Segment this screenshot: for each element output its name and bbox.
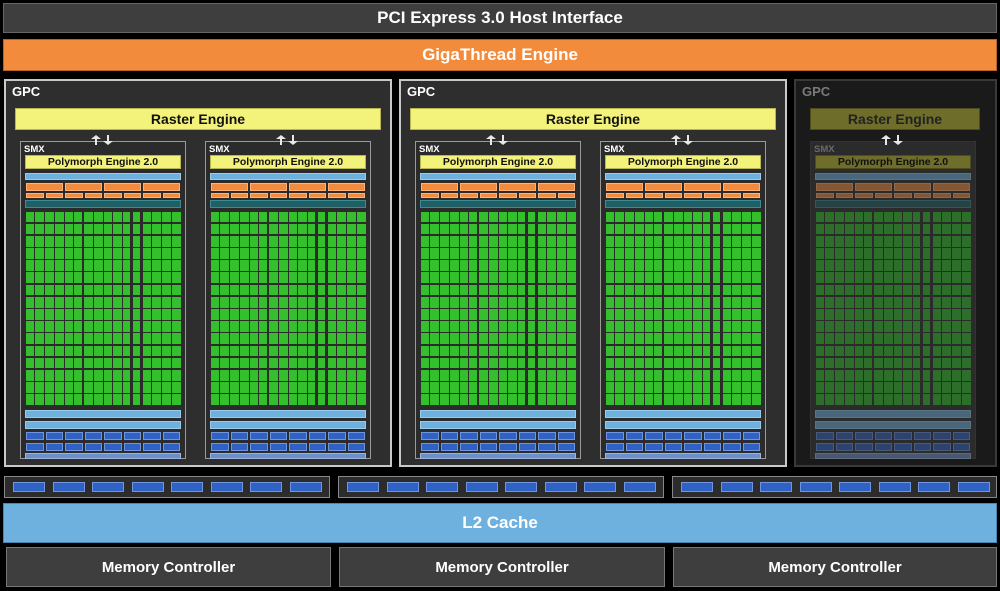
dispatch-unit-row: [420, 193, 576, 198]
polymorph-engine: Polymorph Engine 2.0: [605, 155, 761, 169]
shared-memory: [815, 410, 971, 418]
memory-controller-1: Memory Controller: [6, 547, 331, 587]
bidirectional-arrow-icon: [273, 133, 301, 145]
register-file: [25, 200, 181, 208]
warp-scheduler-row: [815, 183, 971, 191]
cuda-core-array: [605, 211, 761, 406]
texture-unit-row-2: [25, 443, 181, 451]
smx-label: SMX: [209, 144, 230, 155]
bidirectional-arrow-icon: [668, 133, 696, 145]
register-file: [210, 200, 366, 208]
raster-engine: Raster Engine: [810, 108, 980, 130]
memory-interface-strip-3: [672, 476, 997, 498]
gigathread-engine: GigaThread Engine: [3, 39, 997, 71]
shared-memory: [420, 410, 576, 418]
memory-interface-strip-1: [4, 476, 330, 498]
memory-interface-strip-2: [338, 476, 664, 498]
l1-cache: [210, 421, 366, 429]
dispatch-unit-row: [25, 193, 181, 198]
texture-unit-row-2: [815, 443, 971, 451]
cuda-core-array: [420, 211, 576, 406]
warp-scheduler-row: [420, 183, 576, 191]
l1-cache: [605, 421, 761, 429]
smx-label: SMX: [814, 144, 835, 155]
instruction-cache: [25, 173, 181, 180]
raster-engine: Raster Engine: [15, 108, 381, 130]
dispatch-unit-row: [210, 193, 366, 198]
polymorph-engine: Polymorph Engine 2.0: [25, 155, 181, 169]
memory-controller-2: Memory Controller: [339, 547, 665, 587]
l1-cache: [815, 421, 971, 429]
instruction-cache: [815, 173, 971, 180]
texture-cache: [815, 453, 971, 459]
texture-cache: [25, 453, 181, 459]
texture-cache: [420, 453, 576, 459]
warp-scheduler-row: [25, 183, 181, 191]
smx-label: SMX: [24, 144, 45, 155]
smx-label: SMX: [419, 144, 440, 155]
texture-unit-row-1: [815, 432, 971, 440]
l1-cache: [420, 421, 576, 429]
bidirectional-arrow-icon: [878, 133, 906, 145]
polymorph-engine: Polymorph Engine 2.0: [420, 155, 576, 169]
shared-memory: [25, 410, 181, 418]
memory-controller-3: Memory Controller: [673, 547, 997, 587]
polymorph-engine: Polymorph Engine 2.0: [815, 155, 971, 169]
texture-unit-row-1: [25, 432, 181, 440]
cuda-core-array: [210, 211, 366, 406]
cuda-core-array: [815, 211, 971, 406]
instruction-cache: [210, 173, 366, 180]
polymorph-engine: Polymorph Engine 2.0: [210, 155, 366, 169]
register-file: [605, 200, 761, 208]
bidirectional-arrow-icon: [483, 133, 511, 145]
texture-unit-row-2: [210, 443, 366, 451]
gpc-label: GPC: [12, 84, 41, 99]
instruction-cache: [605, 173, 761, 180]
texture-cache: [605, 453, 761, 459]
cuda-core-array: [25, 211, 181, 406]
l2-cache: L2 Cache: [3, 503, 997, 543]
bidirectional-arrow-icon: [88, 133, 116, 145]
texture-unit-row-1: [210, 432, 366, 440]
instruction-cache: [420, 173, 576, 180]
warp-scheduler-row: [210, 183, 366, 191]
texture-unit-row-1: [605, 432, 761, 440]
shared-memory: [605, 410, 761, 418]
texture-unit-row-2: [605, 443, 761, 451]
dispatch-unit-row: [815, 193, 971, 198]
raster-engine: Raster Engine: [410, 108, 776, 130]
l1-cache: [25, 421, 181, 429]
gpc-label: GPC: [407, 84, 436, 99]
texture-unit-row-1: [420, 432, 576, 440]
shared-memory: [210, 410, 366, 418]
warp-scheduler-row: [605, 183, 761, 191]
texture-unit-row-2: [420, 443, 576, 451]
gpc-label: GPC: [802, 84, 831, 99]
dispatch-unit-row: [605, 193, 761, 198]
texture-cache: [210, 453, 366, 459]
pci-express-host-interface: PCI Express 3.0 Host Interface: [3, 3, 997, 33]
register-file: [420, 200, 576, 208]
register-file: [815, 200, 971, 208]
smx-label: SMX: [604, 144, 625, 155]
